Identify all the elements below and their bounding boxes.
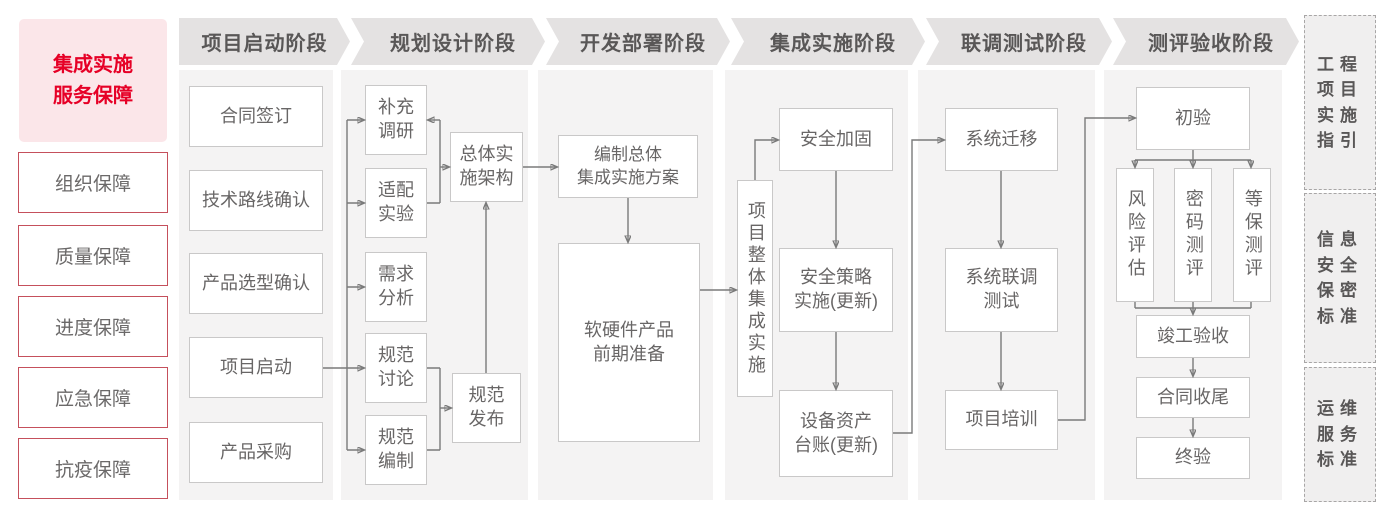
- node-spec-drafting: 规范 编制: [365, 415, 427, 485]
- node-supplement-research: 补充 调研: [365, 85, 427, 155]
- node-contract-closure: 合同收尾: [1136, 377, 1250, 418]
- node-adaptation-test: 适配 实验: [365, 168, 427, 238]
- node-overall-architecture: 总体实 施架构: [450, 132, 523, 202]
- node-product-purchase: 产品采购: [189, 422, 323, 483]
- node-overall-integration: 项目整体集成实施: [737, 180, 773, 397]
- node-security-policy: 安全策略 实施(更新): [779, 248, 893, 332]
- guard-item-quality: 质量保障: [18, 225, 168, 286]
- node-asset-ledger: 设备资产 台账(更新): [779, 390, 893, 477]
- node-project-kickoff: 项目启动: [189, 337, 323, 398]
- guard-item-epidemic: 抗疫保障: [18, 438, 168, 499]
- diagram-title: 集成实施 服务保障: [19, 19, 167, 142]
- node-requirement-analysis: 需求 分析: [365, 252, 427, 322]
- stage-header-development: 开发部署阶段: [546, 18, 730, 65]
- stage-header-integration: 集成实施阶段: [731, 18, 925, 65]
- node-contract-sign: 合同签订: [189, 86, 323, 147]
- stage-header-acceptance: 测评验收阶段: [1113, 18, 1299, 65]
- node-pre-preparation: 软硬件产品 前期准备: [558, 243, 700, 442]
- node-security-hardening: 安全加固: [779, 108, 893, 171]
- stage-header-testing: 联调测试阶段: [926, 18, 1112, 65]
- node-product-selection: 产品选型确认: [189, 253, 323, 314]
- node-joint-testing: 系统联调 测试: [945, 248, 1058, 332]
- stage-header-kickoff: 项目启动阶段: [179, 18, 350, 65]
- guard-item-schedule: 进度保障: [18, 296, 168, 357]
- guard-item-emergency: 应急保障: [18, 367, 168, 428]
- node-initial-acceptance: 初验: [1136, 87, 1250, 150]
- node-system-migration: 系统迁移: [945, 108, 1058, 171]
- node-classified-protection: 等保测评: [1233, 168, 1271, 302]
- ref-box-ops-standard: 运维 服务 标准: [1304, 367, 1376, 502]
- node-risk-assessment: 风险评估: [1116, 168, 1154, 302]
- node-spec-release: 规范 发布: [452, 373, 521, 443]
- node-final-acceptance: 终验: [1136, 437, 1250, 479]
- stage-header-planning: 规划设计阶段: [351, 18, 545, 65]
- ref-box-security-standard: 信息 安全 保密 标准: [1304, 193, 1376, 363]
- node-tech-route: 技术路线确认: [189, 170, 323, 231]
- ref-box-project-guide: 工程 项目 实施 指引: [1304, 15, 1376, 190]
- node-project-training: 项目培训: [945, 390, 1058, 450]
- node-completion-acceptance: 竣工验收: [1136, 315, 1250, 358]
- node-spec-discussion: 规范 讨论: [365, 333, 427, 403]
- node-overall-plan: 编制总体 集成实施方案: [558, 135, 698, 198]
- guard-item-organization: 组织保障: [18, 152, 168, 213]
- node-crypto-testing: 密码测评: [1174, 168, 1212, 302]
